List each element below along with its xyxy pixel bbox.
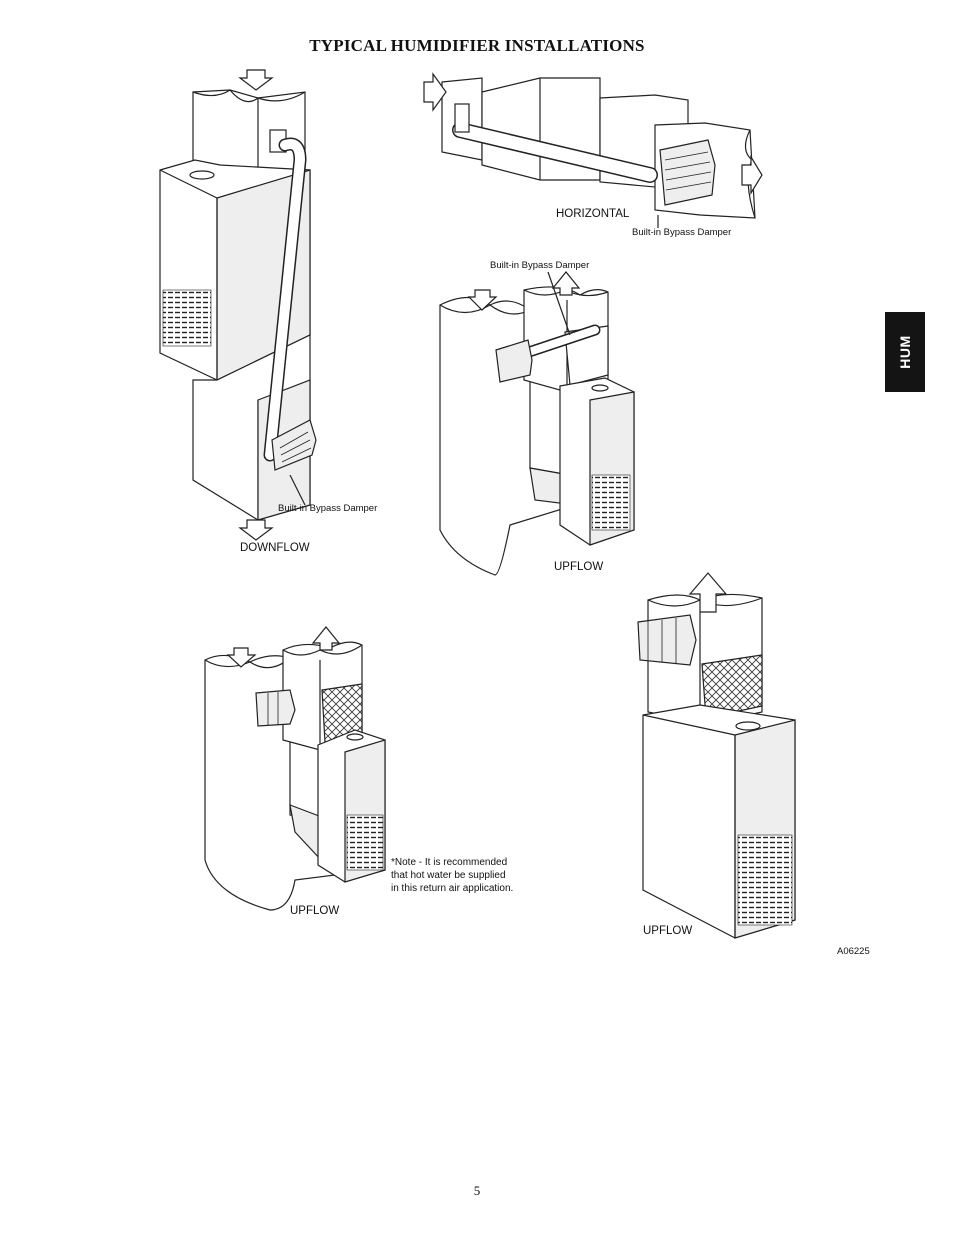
upflow-supply-installation [637,572,796,939]
note-line: that hot water be supplied [391,870,506,881]
upflow-bypass-label: UPFLOW [554,561,604,573]
upflow-return-label: UPFLOW [290,905,340,917]
downflow-damper-label: Built-in Bypass Damper [278,503,378,514]
note-line: in this return air application. [391,883,514,894]
figure-id: A06225 [837,946,870,957]
return-air-note: *Note - It is recommended that hot water… [391,856,513,895]
note-line: *Note - It is recommended [391,857,508,868]
section-tab: HUM [885,312,925,392]
horizontal-label: HORIZONTAL [556,208,630,220]
upflow-bypass-installation [439,271,635,576]
upflow-return-installation [204,626,386,911]
page-title: TYPICAL HUMIDIFIER INSTALLATIONS [309,36,645,55]
page-number: 5 [473,1183,481,1198]
downflow-label: DOWNFLOW [240,542,310,554]
downflow-installation [159,69,317,541]
horizontal-installation [423,72,763,228]
upflow-supply-label: UPFLOW [643,925,693,937]
horizontal-damper-label: Built-in Bypass Damper [632,227,732,238]
upflow-bypass-damper-label: Built-in Bypass Damper [490,260,590,271]
